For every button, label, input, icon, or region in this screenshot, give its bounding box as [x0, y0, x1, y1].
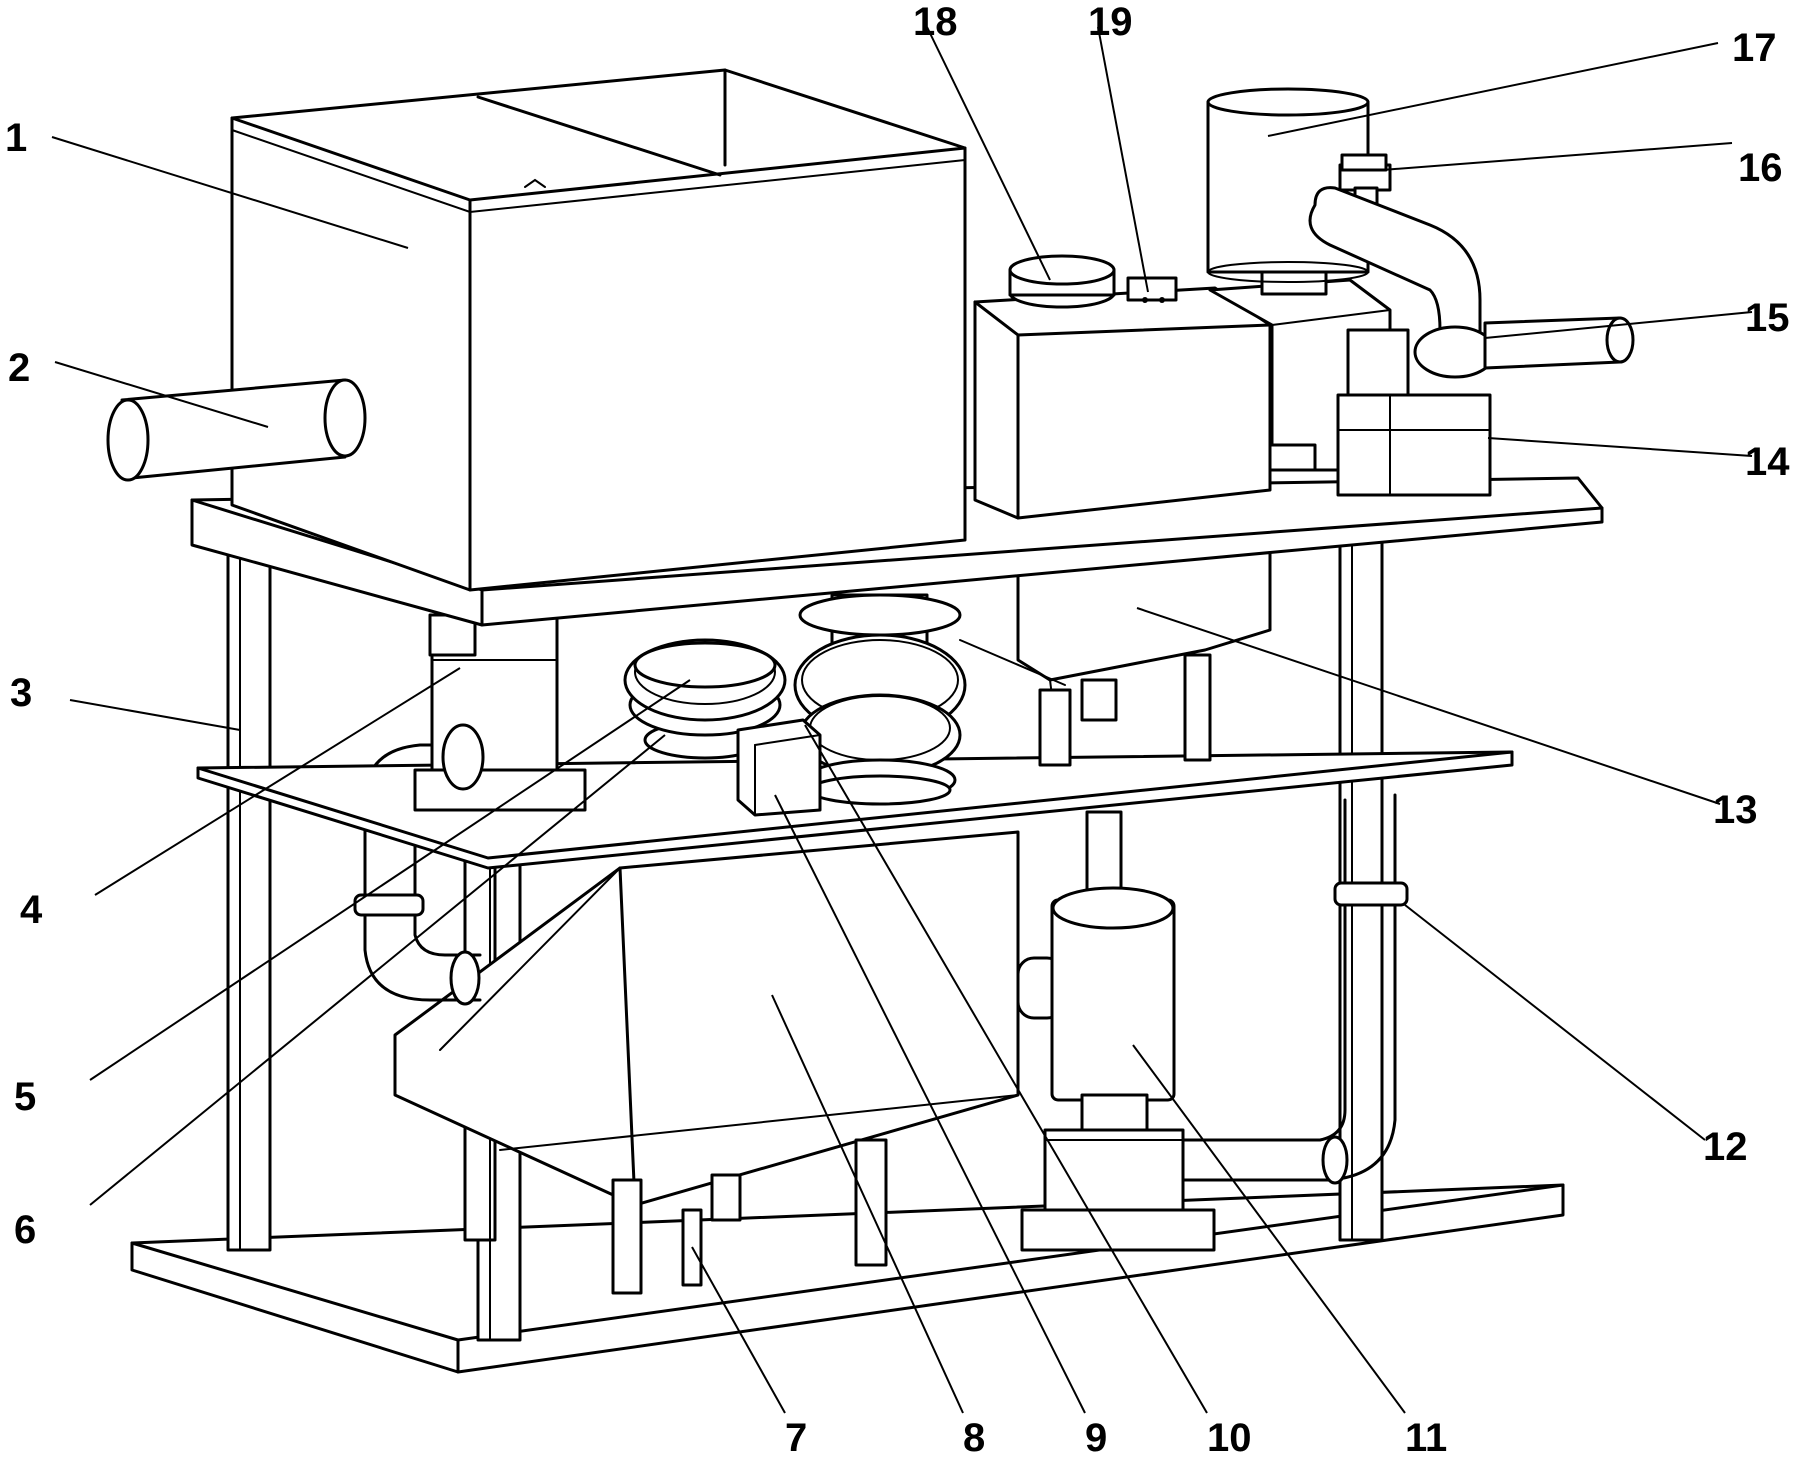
- callout-label-13: 13: [1713, 788, 1758, 832]
- inlet-pipe: [106, 378, 367, 482]
- right-upper-assembly: [1206, 87, 1635, 497]
- small-block: [736, 718, 822, 817]
- callout-label-17: 17: [1732, 26, 1777, 70]
- callout-label-18: 18: [913, 0, 958, 44]
- lower-tank: [393, 830, 1065, 1295]
- right-pipe-loop: [1181, 793, 1409, 1185]
- left-pump-assembly: [413, 613, 587, 812]
- callout-label-12: 12: [1703, 1125, 1748, 1169]
- mixing-box: [973, 254, 1272, 520]
- callout-label-6: 6: [14, 1208, 37, 1252]
- main-tank: [230, 68, 967, 592]
- disc-stack: [623, 593, 967, 806]
- right-pump: [1020, 810, 1216, 1252]
- callout-label-9: 9: [1085, 1416, 1108, 1457]
- callout-label-7: 7: [785, 1416, 808, 1457]
- callout-label-8: 8: [963, 1416, 986, 1457]
- callout-label-5: 5: [14, 1075, 37, 1119]
- callout-label-4: 4: [20, 888, 43, 932]
- callout-label-19: 19: [1088, 0, 1133, 44]
- callout-label-15: 15: [1745, 296, 1790, 340]
- callout-label-16: 16: [1738, 146, 1783, 190]
- callout-label-1: 1: [5, 116, 28, 160]
- callout-label-11: 11: [1405, 1416, 1448, 1457]
- callout-label-14: 14: [1745, 440, 1790, 484]
- callout-label-3: 3: [10, 671, 33, 715]
- callout-label-10: 10: [1207, 1416, 1252, 1457]
- leader-lines: [51, 26, 1753, 1414]
- callout-label-2: 2: [8, 346, 31, 390]
